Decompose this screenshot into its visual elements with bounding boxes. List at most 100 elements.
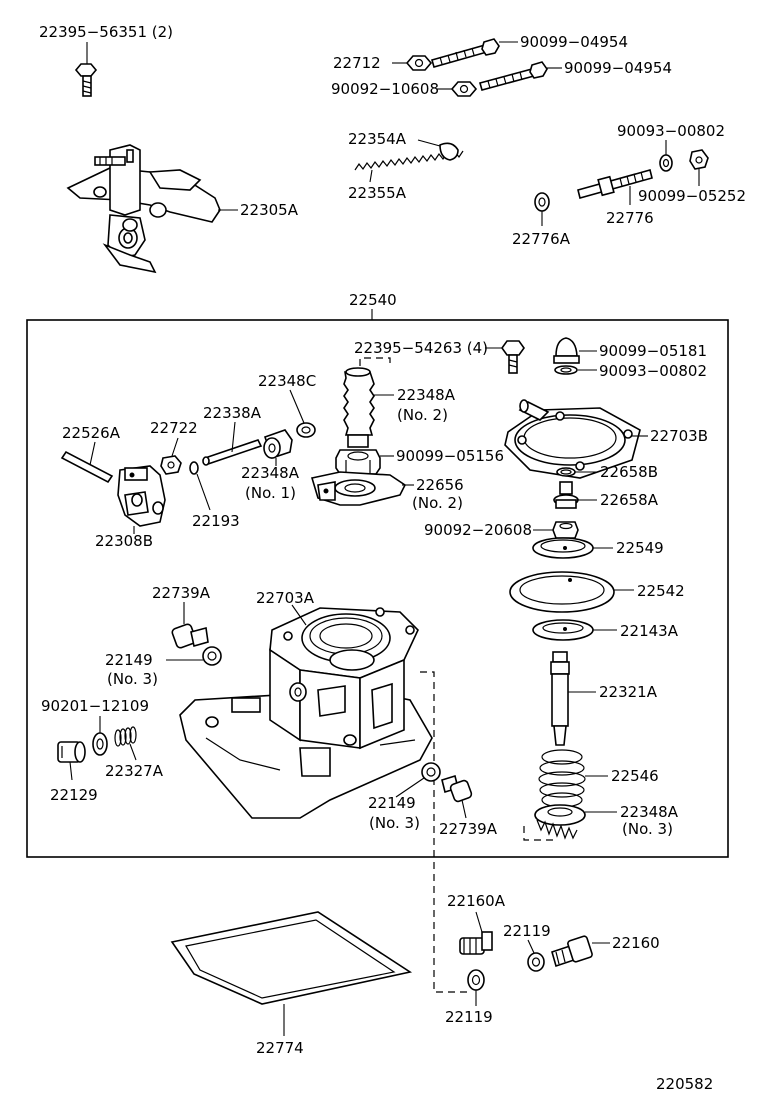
label-22395-56351: 22395−56351 (2) xyxy=(39,23,173,41)
nut-90099-05156 xyxy=(335,449,381,475)
washer-22776A xyxy=(534,192,550,212)
dashed-bracket-bottom xyxy=(523,826,556,841)
screw-22776 xyxy=(577,169,653,199)
nut-22712 xyxy=(405,55,433,71)
label-22143A: 22143A xyxy=(620,622,679,640)
valve-22658A xyxy=(553,481,579,509)
dashed-bracket-top xyxy=(359,357,391,378)
label-90099-04954-b: 90099−04954 xyxy=(564,59,672,77)
label-22549: 22549 xyxy=(616,539,664,557)
nut-22722 xyxy=(160,455,182,475)
screw-90099-04954-a xyxy=(431,38,500,68)
label-90093-00802-top: 90093−00802 xyxy=(617,122,725,140)
nut-90092-20608 xyxy=(552,521,579,539)
leader-22193 xyxy=(196,473,211,511)
label-90099-04954-a: 90099−04954 xyxy=(520,33,628,51)
washer-22348C xyxy=(296,422,316,438)
label-22658B: 22658B xyxy=(600,463,658,481)
label-22149-right-sub: (No. 3) xyxy=(369,814,420,832)
leader-22149-right xyxy=(395,777,425,798)
spring-22327A xyxy=(114,726,137,747)
label-22149-right: 22149 xyxy=(368,794,416,812)
label-22546: 22546 xyxy=(611,767,659,785)
part-labels: 22395−56351 (2) 22305A 22712 90099−04954… xyxy=(39,23,746,1093)
seal-22348A-no3 xyxy=(534,804,586,840)
label-22149-left-sub: (No. 3) xyxy=(107,670,158,688)
label-22119-left: 22119 xyxy=(445,1008,493,1026)
washer-90093-00802 xyxy=(554,365,578,375)
plate-22143A xyxy=(532,619,594,641)
label-22656-sub: (No. 2) xyxy=(412,494,463,512)
lever-22308B xyxy=(117,465,166,527)
label-22119-right: 22119 xyxy=(503,922,551,940)
bolt-22395-54263 xyxy=(501,340,525,374)
label-22658A: 22658A xyxy=(600,491,659,509)
diaphragm-22542 xyxy=(509,571,615,613)
nut-90092-10608 xyxy=(450,81,478,97)
pin-22338A xyxy=(202,439,263,466)
label-22348A-no2: 22348A xyxy=(397,386,456,404)
label-90099-05181: 90099−05181 xyxy=(599,342,707,360)
label-22355A: 22355A xyxy=(348,184,407,202)
plate-22549 xyxy=(532,537,594,559)
label-22348A-no2-sub: (No. 2) xyxy=(397,406,448,424)
washer-22119-right xyxy=(527,952,545,972)
label-22348C: 22348C xyxy=(258,372,316,390)
label-22160: 22160 xyxy=(612,934,660,952)
label-22542: 22542 xyxy=(637,582,685,600)
spring-22546 xyxy=(538,749,586,808)
label-22526A: 22526A xyxy=(62,424,121,442)
label-22774: 22774 xyxy=(256,1039,304,1057)
leader-22119-right xyxy=(527,939,535,954)
label-22149-left: 22149 xyxy=(105,651,153,669)
label-22348A-no3-sub: (No. 3) xyxy=(622,820,673,838)
fitting-22160A xyxy=(459,931,493,955)
label-22348A-no1-sub: (No. 1) xyxy=(245,484,296,502)
cap-22354A xyxy=(439,142,459,161)
plug-22129 xyxy=(57,741,86,763)
clip-22193 xyxy=(189,461,199,475)
label-22129: 22129 xyxy=(50,786,98,804)
label-90092-20608: 90092−20608 xyxy=(424,521,532,539)
label-22321A: 22321A xyxy=(599,683,658,701)
label-22354A: 22354A xyxy=(348,130,407,148)
bracket-22656-no2 xyxy=(310,471,407,506)
label-22739A-top: 22739A xyxy=(152,584,211,602)
washer-90201-12109 xyxy=(92,732,108,756)
leader-22526A xyxy=(89,441,96,466)
assembly-frame xyxy=(26,319,729,858)
body-22703A xyxy=(179,607,433,819)
leader-22338A xyxy=(231,421,236,453)
label-90099-05252: 90099−05252 xyxy=(638,187,746,205)
washer-22149-right xyxy=(421,762,441,782)
label-22160A: 22160A xyxy=(447,892,506,910)
bolt-22395-56351 xyxy=(74,63,98,97)
label-22703B: 22703B xyxy=(650,427,708,445)
label-22327A: 22327A xyxy=(105,762,164,780)
rod-22526A xyxy=(60,450,114,484)
leader-22160A xyxy=(475,911,483,933)
nut-90099-05252 xyxy=(689,149,709,170)
label-22722: 22722 xyxy=(150,419,198,437)
bolt-22160 xyxy=(551,935,593,968)
assembly-label: 22540 xyxy=(349,291,397,309)
figure-number: 220582 xyxy=(656,1075,713,1093)
washer-22119-left xyxy=(467,969,485,991)
leader-22355A xyxy=(369,169,373,183)
label-22776: 22776 xyxy=(606,209,654,227)
oring-22658B xyxy=(556,467,576,477)
label-22338A: 22338A xyxy=(203,404,262,422)
leader-22348C xyxy=(289,389,305,424)
leader-22722 xyxy=(171,437,179,457)
leader-22703A xyxy=(291,604,307,626)
label-22348A-no1: 22348A xyxy=(241,464,300,482)
leader-22327A xyxy=(129,743,137,761)
gasket-22774 xyxy=(170,911,413,1005)
label-22395-54263: 22395−54263 (4) xyxy=(354,339,488,357)
rod-22321A xyxy=(550,651,570,746)
label-22712: 22712 xyxy=(333,54,381,72)
label-90093-00802: 90093−00802 xyxy=(599,362,707,380)
label-22308B: 22308B xyxy=(95,532,153,550)
cover-22703B xyxy=(504,399,641,479)
